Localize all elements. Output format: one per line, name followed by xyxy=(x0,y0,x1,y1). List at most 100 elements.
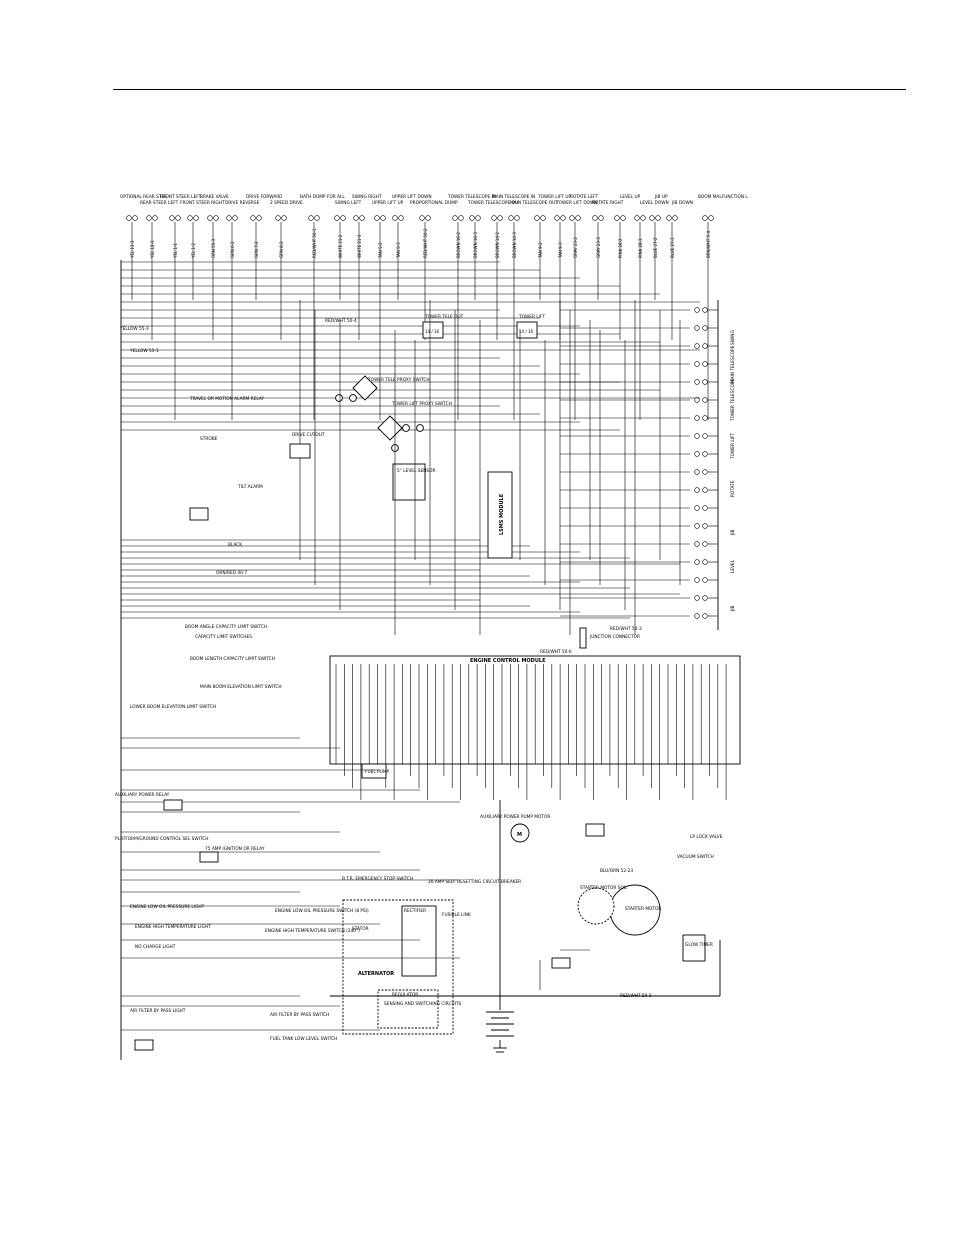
starter-motor-label: STARTER MOTOR xyxy=(625,906,661,912)
glow-timer-label: GLOW TIMER xyxy=(685,942,713,948)
left-side-label: AIR FILTER BY PASS LIGHT xyxy=(130,1008,186,1014)
top-group-label: MAIN TELESCOPE IN xyxy=(492,194,535,200)
tower-lift-relay: 14 / 16 TOWER LIFT xyxy=(516,314,545,339)
orn-red-wire: ORN/RED 40-7 xyxy=(216,570,247,576)
top-wire-tag: BLUE 27-3 xyxy=(670,237,675,258)
top-wire-tag: YEL 1-2 xyxy=(191,243,196,259)
top-wire-tag: YEL 11-3 xyxy=(130,240,135,259)
left-side-label: AUXILIARY POWER RELAY xyxy=(115,792,170,798)
header-rule xyxy=(113,89,906,91)
top-group-label: DRIVE FORWARD xyxy=(246,194,283,200)
horizontal-bus-lines xyxy=(121,261,700,619)
top-connector xyxy=(649,215,661,300)
right-side-label: JIB xyxy=(730,529,736,536)
svg-text:14 / 16: 14 / 16 xyxy=(519,329,534,334)
top-connector xyxy=(702,215,714,420)
left-side-labels: TRAVEL OR MOTION ALARM RELAYSTROBEDRIVE … xyxy=(115,396,325,1014)
left-side-label: BOOM LENGTH CAPACITY LIMIT SWITCH xyxy=(190,656,275,662)
lsms-module-label: LSMS MODULE xyxy=(499,493,505,535)
red-wht-50-3: RED/WHT 50-3 xyxy=(610,626,642,632)
svg-text:M: M xyxy=(517,832,522,838)
top-group-label: BRAKE VALVE xyxy=(200,194,229,200)
fuel-pump: FUEL PUMP xyxy=(361,763,390,779)
top-wire-tag: GRN 7-2 xyxy=(254,241,259,258)
left-side-label: CAPACITY LIMIT SWITCHES xyxy=(195,634,252,640)
estop-label: B.T.R. EMERGENCY STOP SWITCH xyxy=(342,876,413,882)
valve-coil xyxy=(560,505,718,511)
top-connector xyxy=(592,215,604,300)
top-group-label: SWING RIGHT xyxy=(352,194,382,200)
glow-timer: GLOW TIMER xyxy=(682,934,713,962)
right-side-label: SWING xyxy=(730,330,736,345)
breaker-label: 20 AMP SELF RESETTING CIRCUIT BREAKER xyxy=(428,879,521,885)
tower-tele-out-label: TOWER TELE OUT xyxy=(424,314,464,320)
regulator-label: REGULATOR xyxy=(392,992,418,998)
top-wire-tag: RED/WHT 50-1 xyxy=(312,228,317,258)
tower-lift-label: TOWER LIFT xyxy=(518,314,545,320)
sensing-label: SENSING AND SWITCHING CIRCUITS xyxy=(384,1001,461,1007)
top-connector xyxy=(392,215,404,300)
top-wire-tag: GRN 6-2 xyxy=(230,241,235,258)
right-side-label: LEVEL xyxy=(730,559,736,573)
top-wire-tag: TAN 9-2 xyxy=(538,242,543,259)
top-group-label: UPPER LIFT DOWN xyxy=(392,194,432,200)
top-group-label: OPTIONAL REAR STEE xyxy=(120,194,167,200)
top-connector xyxy=(353,215,365,340)
rectifier-label: RECTIFIER xyxy=(404,908,426,914)
ecm-label: ENGINE CONTROL MODULE xyxy=(470,658,546,664)
top-group-label: JIB UP xyxy=(654,194,668,200)
valve-coil xyxy=(560,469,718,475)
level-sensor-label: 5° LEVEL SENSOR xyxy=(397,468,436,474)
top-wire-tag: PINK 28-2 xyxy=(618,238,623,258)
vacuum-label: VACUUM SWITCH xyxy=(677,854,714,860)
lp-lock-label: LP LOCK VALVE xyxy=(690,834,723,840)
top-wire-tag: GRAY 23-3 xyxy=(596,237,601,258)
left-side-label: NO CHARGE LIGHT xyxy=(135,944,176,950)
tower-tele-prox-label: TOWER TELE PROXY SWITCH xyxy=(367,377,430,383)
yellow-55-1: YELLOW 55-1 xyxy=(129,348,159,354)
alternator-block: ALTERNATOR STATOR RECTIFIER REGULATOR SE… xyxy=(342,899,461,1035)
air-switch-label: AIR FILTER BY PASS SWITCH xyxy=(270,1012,329,1018)
top-wire-tag: TAN 5-3 xyxy=(396,242,401,259)
top-group-label: LEVEL DOWN xyxy=(640,200,669,206)
left-side-label: LOWER BOOM ELEVATION LIMIT SWITCH xyxy=(130,704,216,710)
valve-coil xyxy=(560,343,718,349)
top-group-label: UPPER LIFT UP xyxy=(372,200,404,206)
top-wire-tag: BROWN 14-3 xyxy=(512,232,517,258)
left-side-label: ENGINE LOW OIL PRESSURE LIGHT xyxy=(130,904,205,910)
vertical-wires xyxy=(299,300,681,635)
top-wire-tag: TAN 9-3 xyxy=(558,242,563,259)
battery xyxy=(486,998,514,1053)
top-wire-tag: GRAY 23-2 xyxy=(573,237,578,258)
top-group-label: ROTATE RIGHT xyxy=(592,200,624,206)
stator-label: STATOR xyxy=(352,926,369,932)
junction-connector: JUNCTION CONNECTOR xyxy=(579,627,640,649)
top-connector xyxy=(308,215,320,420)
oil-switch-label: ENGINE LOW OIL PRESSURE SWITCH (8 PSI) xyxy=(275,908,369,914)
tower-tele-prox-switch: TOWER TELE PROXY SWITCH xyxy=(335,375,430,402)
top-wire-tag: BROWN 16-2 xyxy=(456,232,461,258)
right-side-label: MAIN TELESCOPE xyxy=(730,345,736,383)
top-group-label: FRONT STEER LEFT xyxy=(160,194,202,200)
top-connector xyxy=(469,215,481,300)
junction-connector-label: JUNCTION CONNECTOR xyxy=(589,634,640,640)
top-group-label: FRONT STEER RIGHT xyxy=(180,200,225,206)
valve-coil xyxy=(560,523,718,529)
top-wire-tag: BRN/WHT 5-4 xyxy=(706,230,711,258)
top-connector xyxy=(491,215,503,340)
top-connector xyxy=(275,215,287,340)
valve-coil xyxy=(560,595,718,601)
top-group-label: BOOM MALFUNCTION L xyxy=(698,194,748,200)
top-group-label: 2 SPEED DRIVE xyxy=(270,200,303,206)
top-wire-tag: GRN 8-2 xyxy=(279,241,284,258)
top-connector xyxy=(334,215,346,300)
top-connector xyxy=(226,215,238,420)
valve-coil xyxy=(560,577,718,583)
top-connector xyxy=(187,215,199,300)
starter-motor: STARTER MOTOR STARTER MOTOR SOL. xyxy=(577,884,661,936)
valve-coil xyxy=(560,451,718,457)
